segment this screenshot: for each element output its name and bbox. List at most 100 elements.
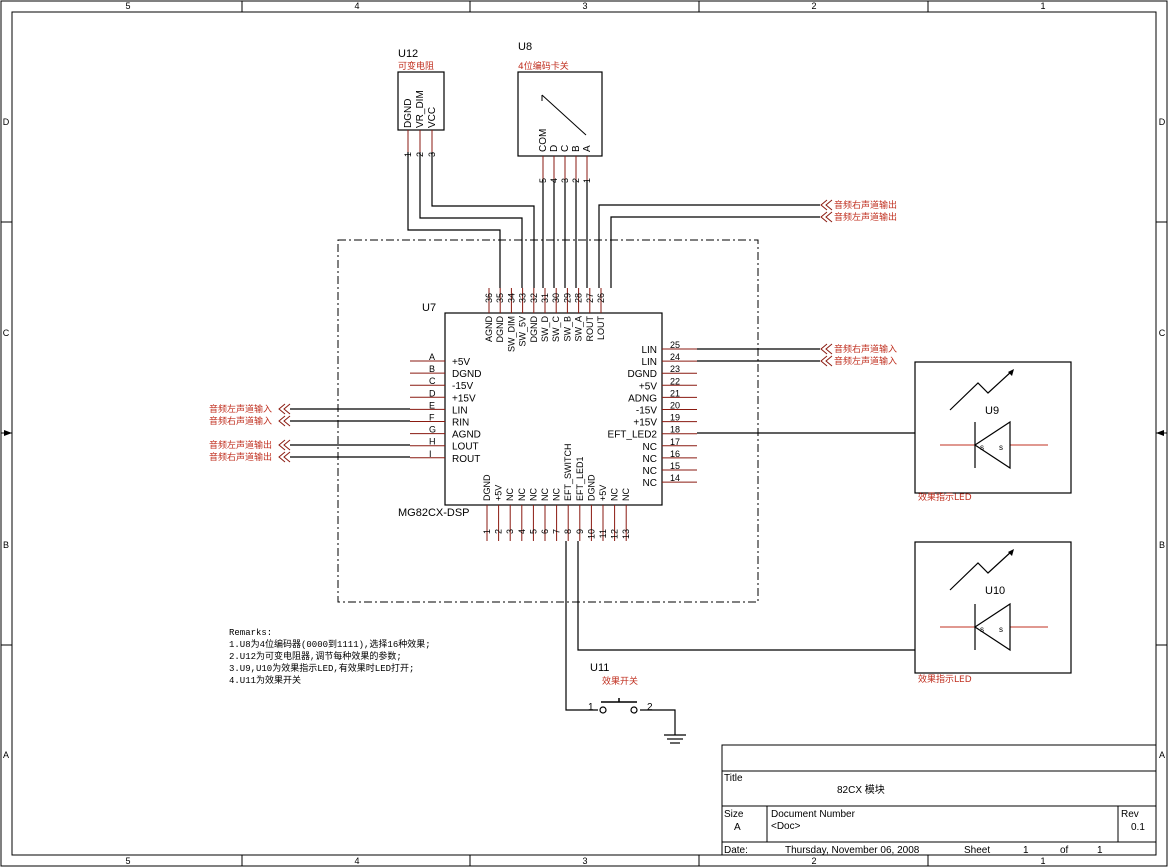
port-left-in-r[interactable]: 音频右声道输入: [209, 415, 291, 427]
pin-number: 14: [670, 473, 680, 483]
pin-number: 25: [670, 340, 680, 350]
pin-name: LIN: [452, 405, 468, 416]
port-left-out-r[interactable]: 音频右声道输出: [209, 451, 291, 463]
u7-dsp-chip[interactable]: U7 MG82CX-DSP 36AGND35DGND34SW_DIM33SW_5…: [398, 288, 697, 541]
pin-number: 10: [586, 529, 596, 539]
arrow-head-icon: [1008, 549, 1014, 556]
pin-number: 5: [528, 529, 538, 534]
pin-number: 1: [482, 529, 492, 534]
pin-name: EFT_LED1: [575, 456, 585, 501]
pin-name: SW_A: [574, 316, 584, 342]
pin-name: +15V: [452, 393, 476, 404]
port-right-in-1[interactable]: 音频右声道输入: [820, 343, 897, 355]
pin-name: NC: [621, 488, 631, 501]
pin-name: DGND: [586, 474, 596, 501]
led-diode-icon: s s: [940, 602, 1048, 652]
port-left-in-l[interactable]: 音频左声道输入: [209, 403, 291, 415]
pin-name: NC: [643, 442, 657, 453]
u10-desc: 效果指示LED: [918, 673, 972, 685]
remark-line: 2.U12为可变电阻器,调节每种效果的参数;: [229, 650, 402, 662]
u7-value: MG82CX-DSP: [398, 507, 470, 519]
remark-line: 3.U9,U10为效果指示LED,有效果时LED打开;: [229, 662, 414, 674]
u7-pins: 36AGND35DGND34SW_DIM33SW_5V32DGND31SW_D3…: [410, 288, 697, 541]
u7-ref: U7: [422, 302, 436, 314]
pin-number: I: [429, 449, 432, 459]
port-label: 音频左声道输出: [209, 439, 272, 451]
pin-name: LOUT: [452, 442, 479, 453]
pin-name: DGND: [452, 369, 481, 380]
u12-ref: U12: [398, 48, 418, 60]
remarks: Remarks: 1.U8为4位编码器(0000到1111),选择16种效果; …: [229, 628, 431, 686]
port-label: 音频右声道输入: [834, 343, 897, 355]
docnum-value: <Doc>: [771, 821, 801, 832]
pin-number: 15: [670, 461, 680, 471]
frame-row-c-right: C: [1159, 328, 1166, 338]
sheet-label: Sheet: [964, 845, 990, 856]
pin-name: +5V: [598, 485, 608, 501]
size-value: A: [734, 822, 741, 833]
pin-number: G: [429, 425, 436, 435]
pin-name: VCC: [427, 107, 438, 128]
frame-col-4-top: 4: [354, 1, 359, 11]
pin-number: 27: [585, 293, 595, 303]
pin-name: ADNG: [628, 393, 657, 404]
port-label: 音频右声道输入: [209, 415, 272, 427]
u10-led[interactable]: U10 s s 效果指示LED: [914, 541, 1072, 685]
port-label: 音频左声道输出: [834, 211, 897, 223]
u8-desc: 4位编码卡关: [518, 60, 569, 72]
port-right-out-l[interactable]: 音频左声道输出: [820, 211, 897, 223]
pin-name: SW_B: [562, 316, 572, 342]
pin-number: 13: [621, 529, 631, 539]
port-left-out-l[interactable]: 音频左声道输出: [209, 439, 291, 451]
pin-name: A: [582, 145, 593, 152]
svg-text:s: s: [999, 625, 1003, 634]
pin-name: SW_D: [540, 316, 550, 343]
pin-name: NC: [610, 488, 620, 501]
pin-name: COM: [538, 129, 549, 152]
pin-name: NC: [528, 488, 538, 501]
port-label: 音频左声道输入: [209, 403, 272, 415]
drawing-title: 82CX 模块: [837, 784, 885, 796]
of-value: 1: [1097, 845, 1103, 856]
pin-name: +5V: [639, 381, 657, 392]
arrow-icon: [949, 550, 1013, 591]
date-value: Thursday, November 06, 2008: [785, 845, 920, 856]
pin-name: -15V: [636, 406, 657, 417]
pin-number: 2: [494, 529, 504, 534]
pin-number: 32: [529, 293, 539, 303]
pin-name: AGND: [484, 316, 494, 343]
u12-desc: 可变电阻: [398, 60, 434, 72]
frame-row-d-right: D: [1159, 117, 1166, 127]
pin-name: ROUT: [585, 316, 595, 342]
pin-number: 28: [574, 293, 584, 303]
u11-pin1: 1: [588, 702, 594, 713]
port-right-out-r[interactable]: 音频右声道输出: [820, 199, 897, 211]
pin-name: RIN: [452, 418, 469, 429]
pin-number: 3: [505, 529, 515, 534]
u9-ref: U9: [985, 405, 999, 417]
pin-name: +5V: [494, 485, 504, 501]
u9-led[interactable]: U9 s s 效果指示LED: [914, 361, 1072, 503]
pin-number: 16: [670, 449, 680, 459]
pin-name: DGND: [482, 474, 492, 501]
pin-number: 6: [540, 529, 550, 534]
frame-col-3-bottom: 3: [582, 856, 587, 866]
frame-col-5-top: 5: [125, 1, 130, 11]
pin-number: 26: [596, 293, 606, 303]
rev-value: 0.1: [1131, 822, 1145, 833]
pin-number: E: [429, 400, 435, 410]
pin-number: 33: [518, 293, 528, 303]
frame-col-1-top: 1: [1040, 1, 1045, 11]
pin-number: 11: [598, 529, 608, 538]
port-right-in-2[interactable]: 音频左声道输入: [820, 355, 897, 367]
pin-name: NC: [643, 466, 657, 477]
pin-name: DGND: [628, 369, 657, 380]
u11-push-switch[interactable]: U11 效果开关 1 2: [588, 662, 653, 714]
frame-col-1-bottom: 1: [1040, 856, 1045, 866]
frame-row-b-left: B: [3, 540, 9, 550]
pin-number: 8: [563, 529, 573, 534]
pin-number: 18: [670, 425, 680, 435]
